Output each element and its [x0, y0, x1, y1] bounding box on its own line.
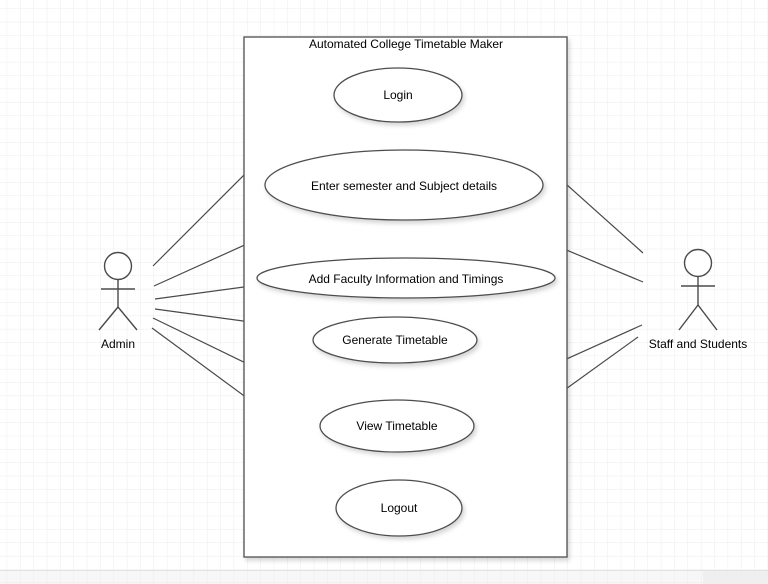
actor-staff-and-students-label: Staff and Students	[649, 337, 748, 351]
staff-stick-figure-head-icon	[683, 248, 713, 278]
use-case-generate-timetable-label: Generate Timetable	[342, 333, 448, 347]
admin-stick-figure-left-leg-icon	[98, 306, 119, 331]
use-case-add-faculty-label: Add Faculty Information and Timings	[309, 272, 504, 286]
use-case-enter-semester-label: Enter semester and Subject details	[311, 179, 497, 193]
use-case-logout-ellipse[interactable]	[335, 479, 463, 537]
use-case-login-ellipse[interactable]	[333, 67, 463, 123]
use-case-view-timetable-label: View Timetable	[356, 419, 437, 433]
use-case-add-faculty[interactable]: Add Faculty Information and Timings	[256, 257, 556, 299]
use-case-generate-timetable[interactable]: Generate Timetable	[312, 316, 478, 364]
staff-stick-figure-left-leg-icon	[678, 304, 699, 331]
use-case-enter-semester-ellipse[interactable]	[264, 149, 544, 221]
use-case-add-faculty-ellipse[interactable]	[256, 257, 556, 299]
admin-stick-figure-head-icon	[103, 251, 133, 281]
staff-stick-figure-right-leg-icon	[697, 304, 718, 331]
use-case-view-timetable[interactable]: View Timetable	[319, 399, 475, 453]
use-case-logout-label: Logout	[381, 501, 418, 515]
actor-staff-and-students[interactable]: Staff and Students	[649, 248, 748, 352]
system-boundary-title: Automated College Timetable Maker	[309, 37, 503, 51]
use-case-logout[interactable]: Logout	[335, 479, 463, 537]
use-case-login-label: Login	[383, 88, 412, 102]
actor-admin-label: Admin	[101, 337, 135, 351]
use-case-view-timetable-ellipse[interactable]	[319, 399, 475, 453]
use-case-enter-semester[interactable]: Enter semester and Subject details	[264, 149, 544, 221]
actor-admin[interactable]: Admin	[98, 251, 138, 352]
use-case-login[interactable]: Login	[333, 67, 463, 123]
admin-stick-figure-right-leg-icon	[117, 306, 138, 331]
association-admin-add-faculty[interactable]	[154, 284, 260, 300]
use-case-generate-timetable-ellipse[interactable]	[312, 316, 478, 364]
